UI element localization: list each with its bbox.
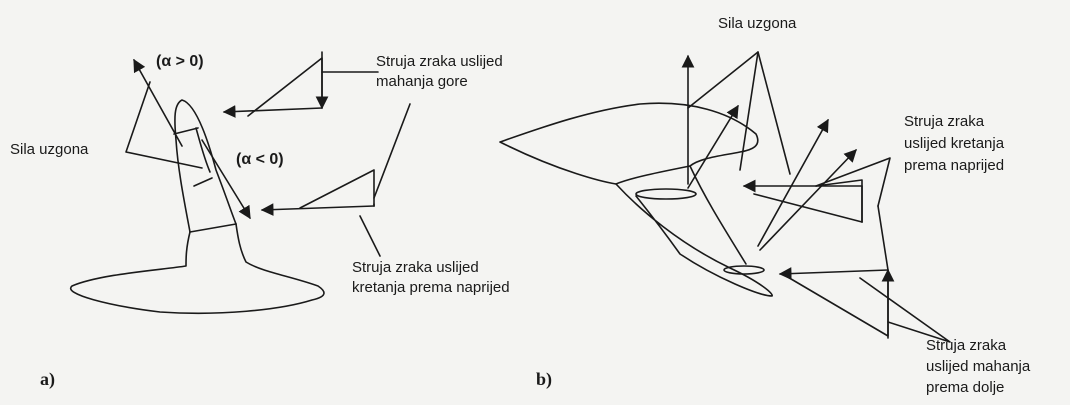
triangle-flap-down-b	[785, 269, 889, 337]
wing-a	[174, 99, 237, 233]
triangle-flap-up-a	[247, 57, 323, 117]
panel-a-tag: a)	[40, 369, 55, 389]
forward-air-label-b-line1: Struja zraka	[904, 113, 985, 130]
lift-arrow-b-tilted-2	[757, 118, 829, 247]
lift-arrow-b-tilted-1	[687, 104, 739, 189]
bird-body-b	[499, 102, 759, 185]
lift-label-b: Sila uzgona	[718, 15, 797, 32]
alpha-negative-label: (α < 0)	[236, 151, 284, 168]
flap-down-air-label-line3: prema dolje	[926, 379, 1005, 396]
flap-up-air-label-line1: Struja zraka uslijed	[376, 53, 503, 70]
forward-air-label-a-line2: kretanja prema naprijed	[352, 279, 510, 296]
flap-up-air-label-line2: mahanja gore	[376, 73, 468, 90]
forward-air-label-b-line2: uslijed kretanja	[904, 135, 1005, 152]
flap-down-air-label-line2: uslijed mahanja	[926, 358, 1031, 375]
lift-arrow-alpha-neg	[201, 139, 251, 220]
triangle-forward-a	[299, 169, 375, 209]
alpha-positive-label: (α > 0)	[156, 53, 204, 70]
forward-air-label-b-line3: prema naprijed	[904, 157, 1005, 174]
lift-arrow-b-tilted-3	[759, 149, 857, 251]
flap-down-air-label-line1: Struja zraka	[926, 337, 1007, 354]
panel-b-tag: b)	[536, 369, 553, 389]
forward-air-label-a-line1: Struja zraka uslijed	[352, 259, 479, 276]
wing-b	[615, 183, 773, 297]
lift-arrow-alpha-pos	[133, 58, 183, 147]
bird-body-a	[69, 223, 325, 315]
lift-label-a: Sila uzgona	[10, 141, 89, 158]
